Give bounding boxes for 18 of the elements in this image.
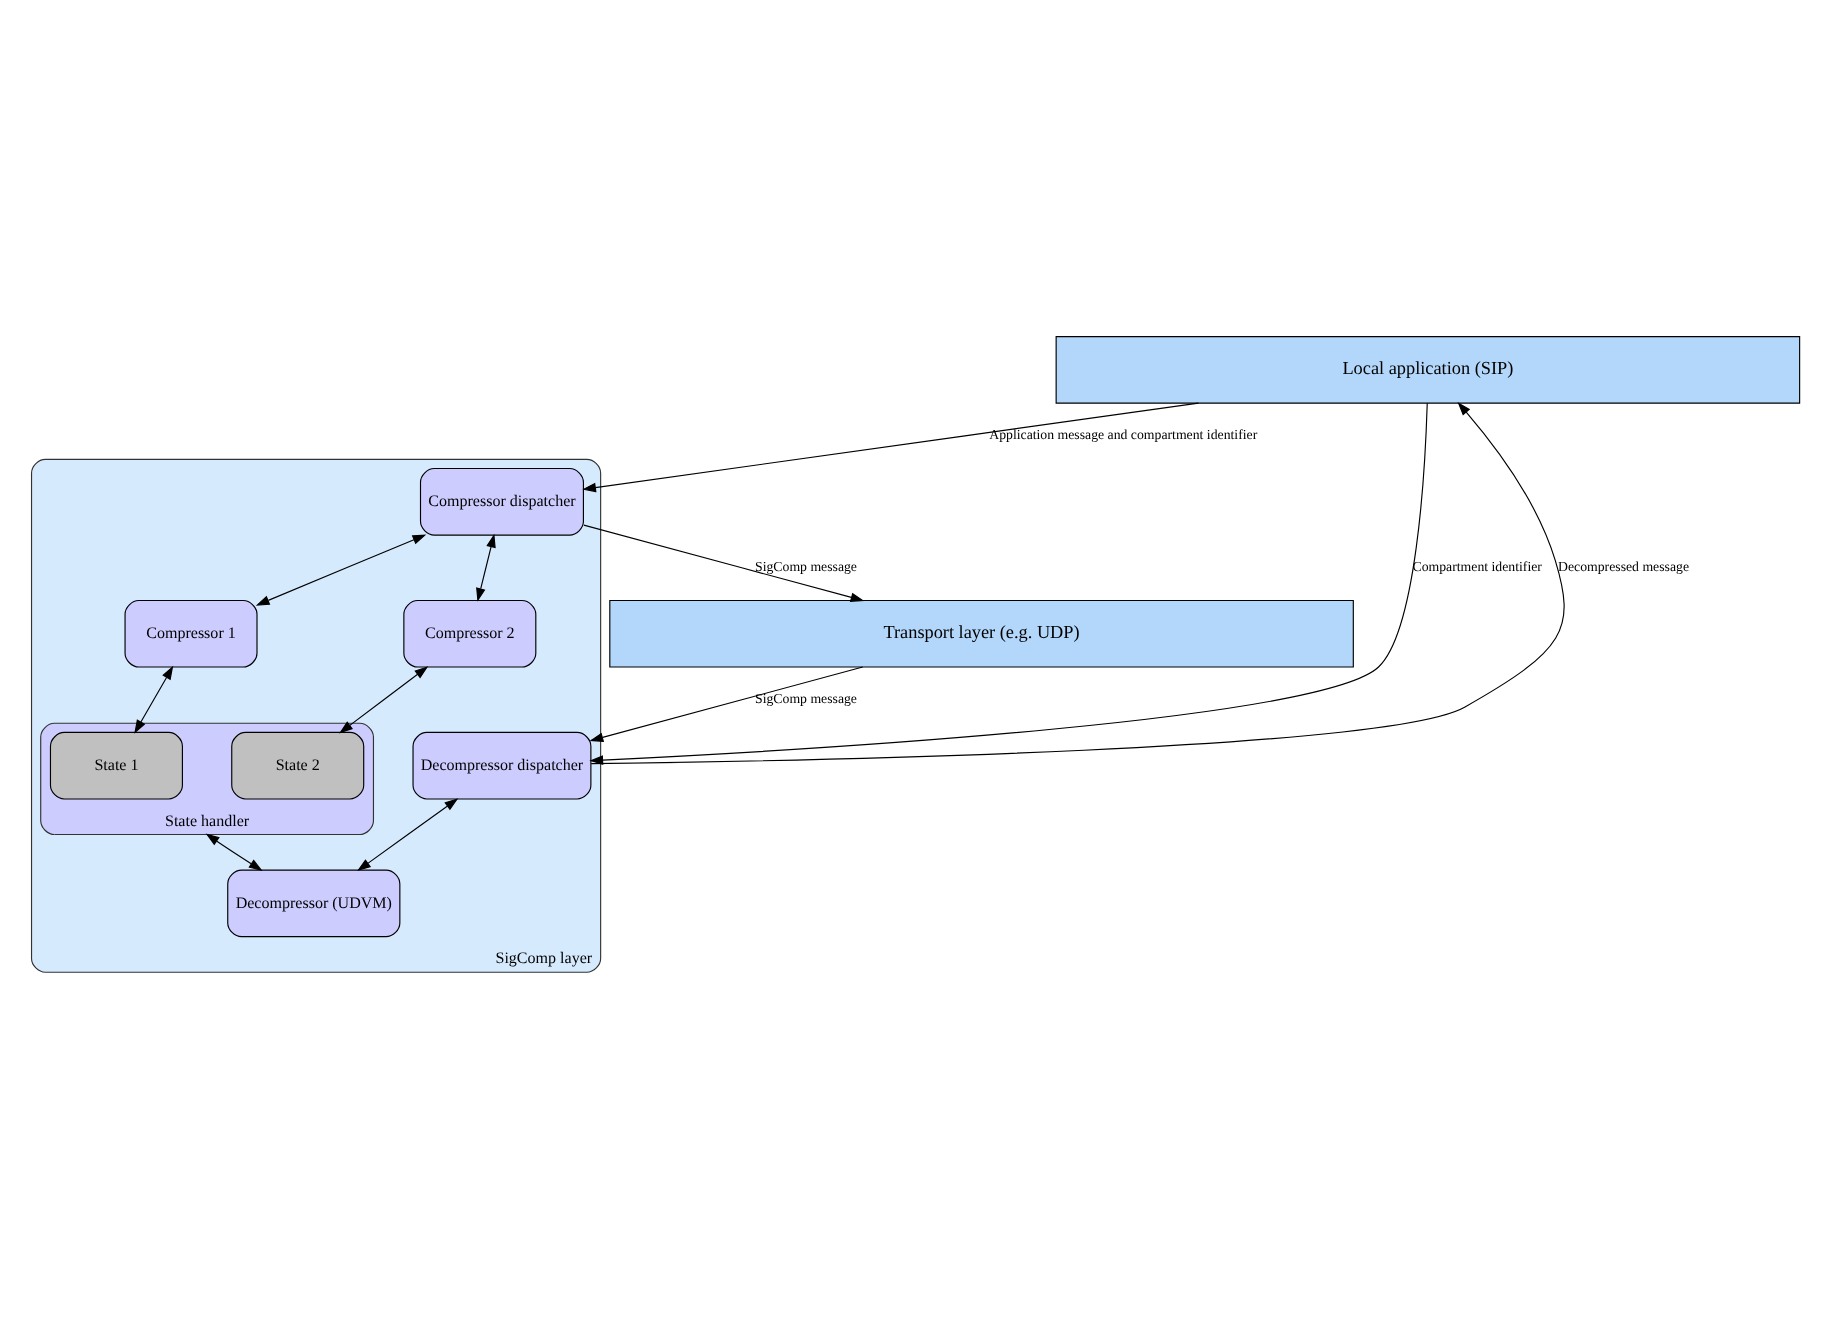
arrow <box>255 534 427 606</box>
node-box: Decompressor (UDVM) <box>227 869 401 938</box>
node-box: Compressor 2 <box>403 599 537 668</box>
arrow <box>357 798 459 872</box>
arrow <box>205 833 263 871</box>
arrow <box>476 533 496 602</box>
node-box: Local application (SIP) <box>1055 336 1801 404</box>
arrow <box>589 666 864 742</box>
node-box: State 1 <box>49 731 183 800</box>
arrow <box>339 666 429 734</box>
node-box: State 2 <box>231 731 365 800</box>
arrow <box>134 665 174 734</box>
node-box: Compressor 1 <box>124 599 258 668</box>
arrow <box>583 524 865 602</box>
arrow <box>582 402 1199 493</box>
node-box: Transport layer (e.g. UDP) <box>609 599 1354 668</box>
node-box: Decompressor dispatcher <box>412 731 592 800</box>
node-box: Compressor dispatcher <box>419 467 584 536</box>
